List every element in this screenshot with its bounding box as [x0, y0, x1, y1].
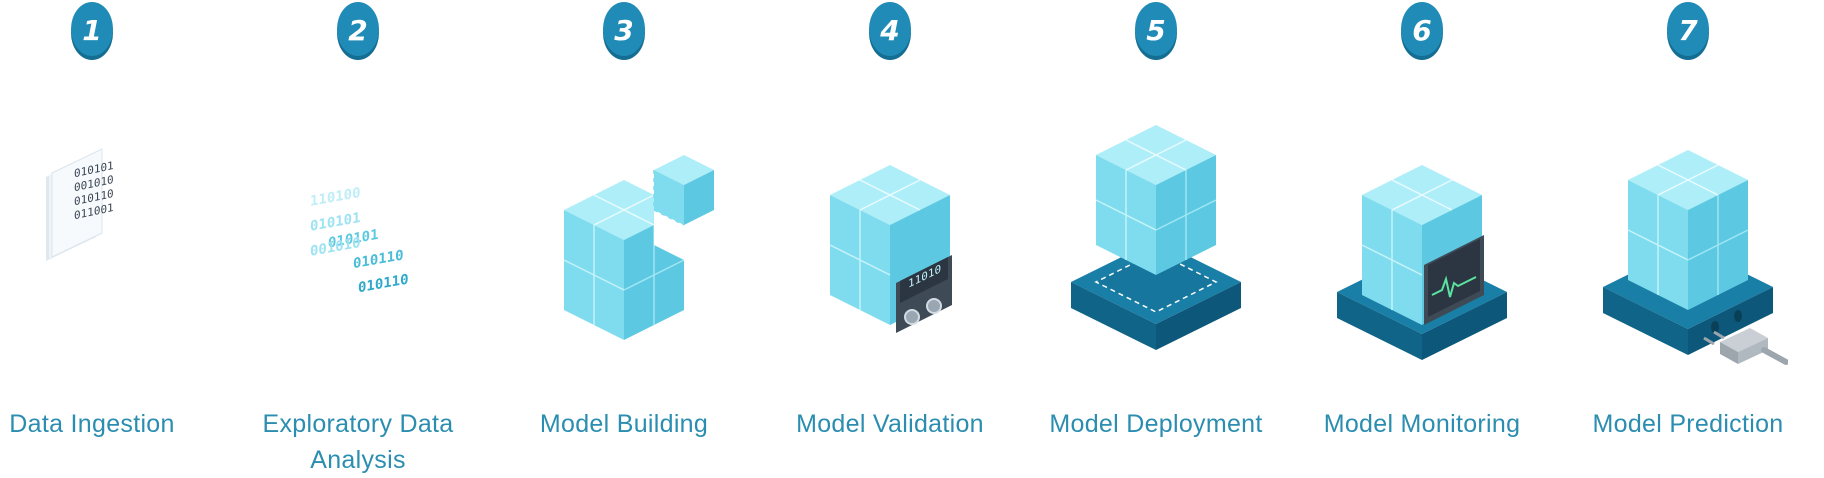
step-number-badge: 4: [869, 2, 911, 60]
binary-data-icon: 110100 010101 010101 001010 010110 01011…: [310, 185, 409, 297]
step-label: Data Ingestion: [9, 410, 175, 438]
cube-assembly-icon: [563, 155, 714, 340]
step-6: 6 Model Monitoring: [1302, 0, 1542, 478]
data-documents-icon: 010101 001010 010110 011001: [46, 148, 114, 261]
step-number-badge: 5: [1135, 2, 1177, 60]
step-number-badge: 6: [1401, 2, 1443, 60]
svg-text:3: 3: [614, 14, 633, 47]
step-7: 7 Model Predic: [1568, 0, 1808, 478]
svg-text:5: 5: [1146, 14, 1165, 47]
cube-platform-icon: [1071, 125, 1241, 350]
step-2: 2 110100 010101 010101 001010 010110 010…: [238, 0, 478, 478]
step-4: 4 11010 Model Validation: [770, 0, 1010, 478]
step-label: Model Building: [539, 410, 709, 438]
step-label: Model Deployment: [1049, 410, 1263, 438]
svg-text:1: 1: [82, 14, 101, 47]
cube-plug-icon: [1603, 150, 1788, 365]
svg-text:4: 4: [879, 14, 899, 47]
svg-text:110100: 110100: [310, 185, 361, 210]
step-3: 3 Model Building: [504, 0, 744, 478]
svg-text:010110: 010110: [358, 272, 409, 297]
svg-text:2: 2: [348, 14, 367, 47]
step-label: Model Validation: [796, 410, 984, 438]
step-number-badge: 7: [1667, 2, 1709, 60]
step-number-badge: 1: [71, 2, 113, 60]
step-5: 5 Model Deployment: [1036, 0, 1276, 478]
step-label: Exploratory Data Analysis: [262, 410, 454, 474]
cube-panel-icon: 11010: [829, 165, 952, 333]
svg-text:010110: 010110: [353, 247, 404, 272]
step-number-badge: 2: [337, 2, 379, 60]
step-1: 1 010101 001010 010110 011001 Data Inges…: [0, 0, 212, 478]
step-label: Model Monitoring: [1323, 410, 1521, 438]
step-number-badge: 3: [603, 2, 645, 60]
step-label: Model Prediction: [1592, 410, 1784, 438]
svg-text:6: 6: [1412, 14, 1431, 47]
svg-text:7: 7: [1678, 14, 1698, 47]
cube-monitor-icon: [1337, 165, 1507, 360]
